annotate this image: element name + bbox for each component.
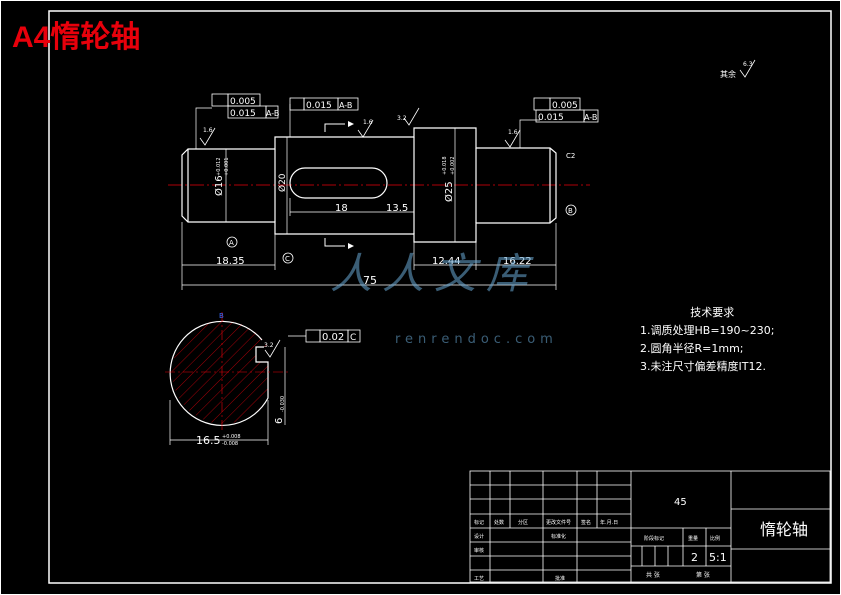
tb-row-process: 工艺 [474,576,484,582]
title-block [469,470,831,583]
tb-material: 45 [674,497,687,508]
tech-heading: 技术要求 [690,306,735,319]
datum-b: B [568,207,573,215]
tol-left-datum: A-B [266,109,279,118]
dim-d-left: Ø16 [213,175,225,196]
tech-item-1: 1.调质处理HB=190~230; [640,324,775,337]
dim-sec-tol-dn: -0.008 [222,441,238,447]
dim-d-mid-tol-dn: +0.002 [450,156,456,175]
roughness-symbols [199,59,756,358]
datum-symbols [226,204,577,264]
tb-approve: 批准 [555,575,565,582]
tb-std: 标准化 [551,533,566,540]
tech-requirements: 技术要求 1.调质处理HB=190~230; 2.圆角半径R=1mm; 3.未注… [640,304,774,376]
dim-len-mid: 12.44 [432,256,461,267]
dim-key-width-tol: -0.030 [280,396,286,412]
tb-h0: 标记 [474,519,484,526]
section-view [165,312,306,445]
tech-item-2: 2.圆角半径R=1mm; [640,342,744,355]
dim-key-width: 6 [274,418,285,424]
dim-d-mid: Ø25 [443,181,455,202]
rough-3: 3.2 [397,115,407,122]
dim-width-key: Ø20 [277,173,288,192]
rough-2: 1.6 [363,119,373,126]
dimension-lines [181,104,557,290]
tolerance-frames [211,93,599,343]
datum-c: C [285,255,290,263]
datum-a: A [229,239,234,247]
tb-h1: 处数 [494,519,504,526]
roughness-other-value: 6.3 [743,61,753,68]
section-arrow-top [348,121,354,127]
tol-left-runout: 0.015 [230,109,256,119]
tb-weight: 重量 [688,535,698,542]
dim-sec-tol-up: +0.008 [222,434,241,440]
dim-len-right: 16.22 [503,256,532,267]
tb-h5: 年.月.日 [600,519,618,526]
dim-sec-depth: 16.5 [196,434,221,447]
tb-part-name: 惰轮轴 [760,520,808,539]
dim-len-left: 18.35 [216,256,245,267]
dim-d-mid-tol-up: +0.018 [442,156,448,175]
tb-scale-label: 比例 [710,535,720,542]
tb-h3: 更改文件号 [546,519,571,526]
inner-frame [48,10,832,584]
shaft-outline [181,127,557,243]
dim-chamfer: C2 [566,152,575,160]
section-arrow-bottom [348,243,354,249]
roughness-other-label: 其余 [720,69,736,79]
tol-left-circ: 0.005 [230,97,256,107]
tb-scale: 5:1 [709,551,727,564]
rough-4: 1.6 [508,129,518,136]
tol-section-sym: 0.02 [322,332,344,343]
watermark-url: renrendoc.com [395,332,558,347]
dim-d-left-tol-up: +0.012 [216,157,222,176]
tb-sheets-total: 共 张 [646,571,660,579]
tb-quantity: 2 [691,551,698,564]
tol-mid-runout: 0.015 [306,101,332,111]
tol-section-datum: C [350,333,356,343]
tb-sheet-no: 第 张 [696,571,710,579]
section-markers [324,123,345,247]
tol-right-circ: 0.005 [552,101,578,111]
sheet-title: A4惰轮轴 [12,21,141,54]
tol-mid-datum: A-B [339,101,352,110]
tech-item-3: 3.未注尺寸偏差精度IT12. [640,360,766,373]
tol-right-datum: A-B [584,113,597,122]
rough-5: 3.2 [264,342,274,349]
section-label: B [219,312,224,320]
tb-row-check: 审核 [474,547,484,554]
drawing-text: 0.005 0.015 A-B 0.015 A-B 0.005 0.015 A-… [196,61,808,582]
tb-h2: 分区 [518,519,528,526]
dim-key-len: 18 [335,203,348,214]
dim-key-pos: 13.5 [386,203,408,214]
dim-d-left-tol-dn: +0.001 [224,157,230,176]
tb-h4: 签名 [581,519,591,526]
tb-row-design: 设计 [474,533,484,540]
rough-1: 1.6 [203,127,213,134]
tol-right-runout: 0.015 [538,113,564,123]
watermark-main: 人人文库 [330,249,539,298]
tb-stage-mark: 阶段标记 [644,535,664,542]
dim-total-len: 75 [363,274,377,287]
